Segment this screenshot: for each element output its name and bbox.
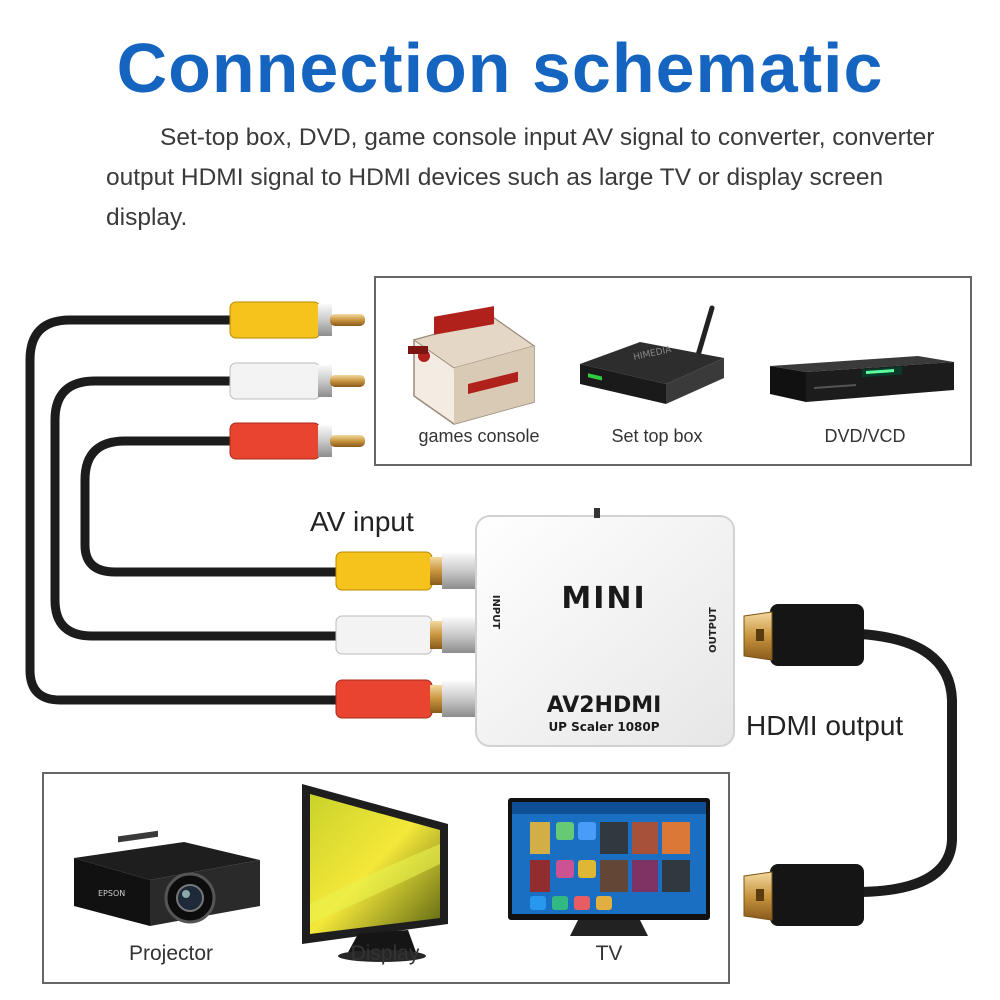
input-port-label: INPUT (490, 595, 501, 630)
set-top-box-icon: HIMEDIA (580, 305, 724, 404)
page-title: Connection schematic (116, 29, 884, 107)
converter-plug-yellow (335, 551, 476, 591)
top-rca-plugs (229, 301, 365, 460)
projector-brand: EPSON (98, 889, 125, 898)
projector-icon: EPSON (74, 830, 260, 926)
converter-rca-plugs (335, 551, 476, 719)
rca-plug-yellow (229, 301, 365, 339)
source-label-games-console: games console (418, 426, 540, 446)
hdmi-output-label: HDMI output (746, 710, 904, 741)
av2hdmi-converter: MINI AV2HDMI UP Scaler 1080P INPUT OUTPU… (475, 508, 735, 747)
output-port-label: OUTPUT (708, 607, 719, 653)
dvd-player-icon (770, 356, 954, 402)
source-label-set-top-box: Set top box (611, 426, 703, 446)
description-text: Set-top box, DVD, game console input AV … (106, 124, 935, 231)
monitor-icon (302, 784, 448, 962)
source-label-dvd-vcd: DVD/VCD (824, 426, 906, 446)
yellow-cable (25, 315, 345, 705)
rca-plug-red (229, 422, 365, 460)
output-label-display: Display (350, 942, 420, 965)
output-label-tv: TV (595, 942, 623, 965)
rca-plug-white (229, 362, 365, 400)
converter-brand: MINI (561, 581, 646, 616)
converter-plug-white (335, 615, 476, 655)
output-label-projector: Projector (128, 942, 214, 965)
converter-subtitle: UP Scaler 1080P (548, 720, 659, 734)
game-console-icon (408, 306, 536, 425)
hdmi-cable (743, 604, 957, 926)
tv-icon (508, 798, 710, 936)
red-cable (80, 436, 345, 577)
white-cable (50, 376, 345, 641)
rca-cables (25, 315, 345, 705)
av-input-label: AV input (310, 506, 414, 537)
converter-model: AV2HDMI (547, 693, 662, 718)
converter-plug-red (335, 679, 476, 719)
